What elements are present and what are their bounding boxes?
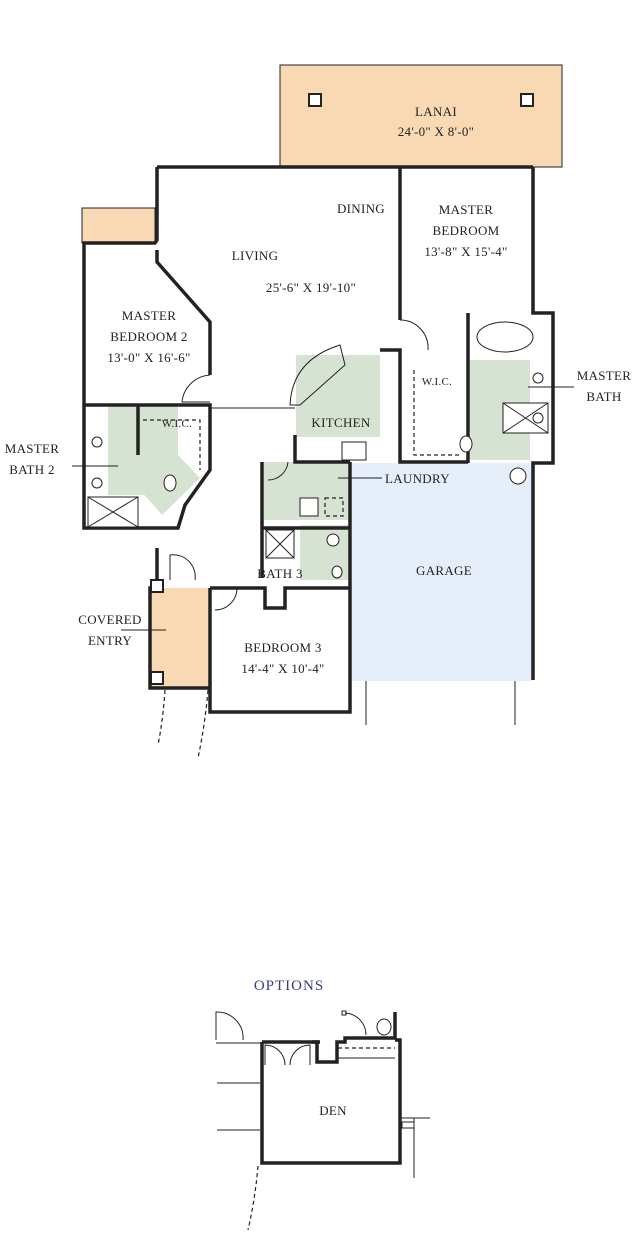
- bedroom-3-door[interactable]: [214, 587, 238, 611]
- master-bedroom-2-label-2: BEDROOM 2: [110, 329, 187, 344]
- covered-entry-label-2: ENTRY: [88, 633, 132, 648]
- option-walkway-line: [247, 1165, 259, 1231]
- den-french-doors[interactable]: [264, 1044, 311, 1066]
- master-bath-2-label-2: BATH 2: [9, 462, 55, 477]
- interior-wall: [155, 250, 212, 375]
- master-bedroom-2-label-1: MASTER: [122, 308, 177, 323]
- exterior-wall: [531, 167, 555, 680]
- shower-2-icon-mark: [87, 496, 139, 528]
- laundry-label: LAUNDRY: [385, 471, 450, 486]
- bedroom-3-label: BEDROOM 3: [244, 640, 321, 655]
- master-bedroom-2-door[interactable]: [181, 374, 211, 403]
- lanai-label: LANAI: [415, 104, 457, 119]
- side-patio: [81, 207, 156, 244]
- entry-column-bottom: [150, 671, 164, 685]
- stove-icon: [341, 441, 367, 461]
- walkway-line: [197, 689, 209, 759]
- dining-label: DINING: [337, 201, 385, 216]
- bedroom-3-size: 14'-4" X 10'-4": [241, 661, 324, 676]
- sink-icon: [331, 565, 343, 579]
- interior-wall: [380, 348, 468, 464]
- interior-wall: [293, 435, 350, 464]
- bath-3-area: [300, 525, 350, 580]
- master-bedroom-size: 13'-8" X 15'-4": [424, 244, 507, 259]
- kitchen-label: KITCHEN: [311, 415, 370, 430]
- options-title: OPTIONS: [254, 978, 324, 994]
- master-bedroom-label-2: BEDROOM: [432, 223, 499, 238]
- bathtub-icon: [476, 321, 534, 353]
- garage-label: GARAGE: [416, 563, 472, 578]
- sink-icon: [91, 477, 103, 489]
- toilet-2-icon: [163, 474, 177, 492]
- master-bath-label-2: BATH: [586, 389, 621, 404]
- toilet-3-icon: [326, 533, 340, 547]
- door-stop-icon: [341, 1010, 347, 1016]
- master-bath-label-1: MASTER: [577, 368, 632, 383]
- washer-icon: [299, 497, 319, 517]
- garage-area: [352, 463, 533, 681]
- sink-icon: [532, 412, 544, 424]
- den-label: DEN: [319, 1103, 347, 1118]
- toilet-option-icon: [376, 1018, 392, 1036]
- option-bath-door[interactable]: [344, 1012, 367, 1036]
- lanai-size: 24'-0" X 8'-0": [398, 124, 475, 139]
- dryer-icon: [324, 497, 344, 517]
- living-label: LIVING: [232, 248, 279, 263]
- option-door[interactable]: [215, 1011, 244, 1041]
- shower-icon-mark: [502, 402, 549, 434]
- master-bedroom-door[interactable]: [399, 319, 429, 351]
- water-heater-icon: [509, 467, 527, 485]
- shower-3-icon-mark: [265, 529, 295, 559]
- interior-wall: [210, 586, 350, 610]
- sink-icon: [532, 372, 544, 384]
- covered-entry-label-1: COVERED: [78, 612, 142, 627]
- laundry-door[interactable]: [267, 461, 289, 481]
- closet-shelf-line: [143, 419, 201, 470]
- den-wall: [312, 1012, 397, 1064]
- exterior-wall: [82, 167, 159, 530]
- den-wall: [260, 1038, 402, 1165]
- closet-shelf-line: [413, 370, 460, 456]
- lanai-column-right: [520, 93, 534, 107]
- lanai-column-left: [308, 93, 322, 107]
- interior-wall: [84, 403, 212, 530]
- bath-3-label: BATH 3: [257, 566, 303, 581]
- kitchen-island: [289, 344, 346, 406]
- wic-label: W.I.C.: [162, 418, 192, 430]
- option-column: [401, 1121, 415, 1129]
- master-bedroom-label-1: MASTER: [439, 202, 494, 217]
- walkway-line: [157, 689, 166, 746]
- living-size: 25'-6" X 19'-10": [266, 280, 356, 295]
- lanai-area: [279, 64, 563, 168]
- master-bedroom-2-size: 13'-0" X 16'-6": [107, 350, 190, 365]
- sink-icon: [91, 436, 103, 448]
- entry-column-top: [150, 579, 164, 593]
- master-bath-2-label-1: MASTER: [5, 441, 60, 456]
- entry-door[interactable]: [169, 554, 196, 581]
- toilet-icon: [459, 435, 473, 453]
- wic-label: W.I.C.: [422, 376, 452, 388]
